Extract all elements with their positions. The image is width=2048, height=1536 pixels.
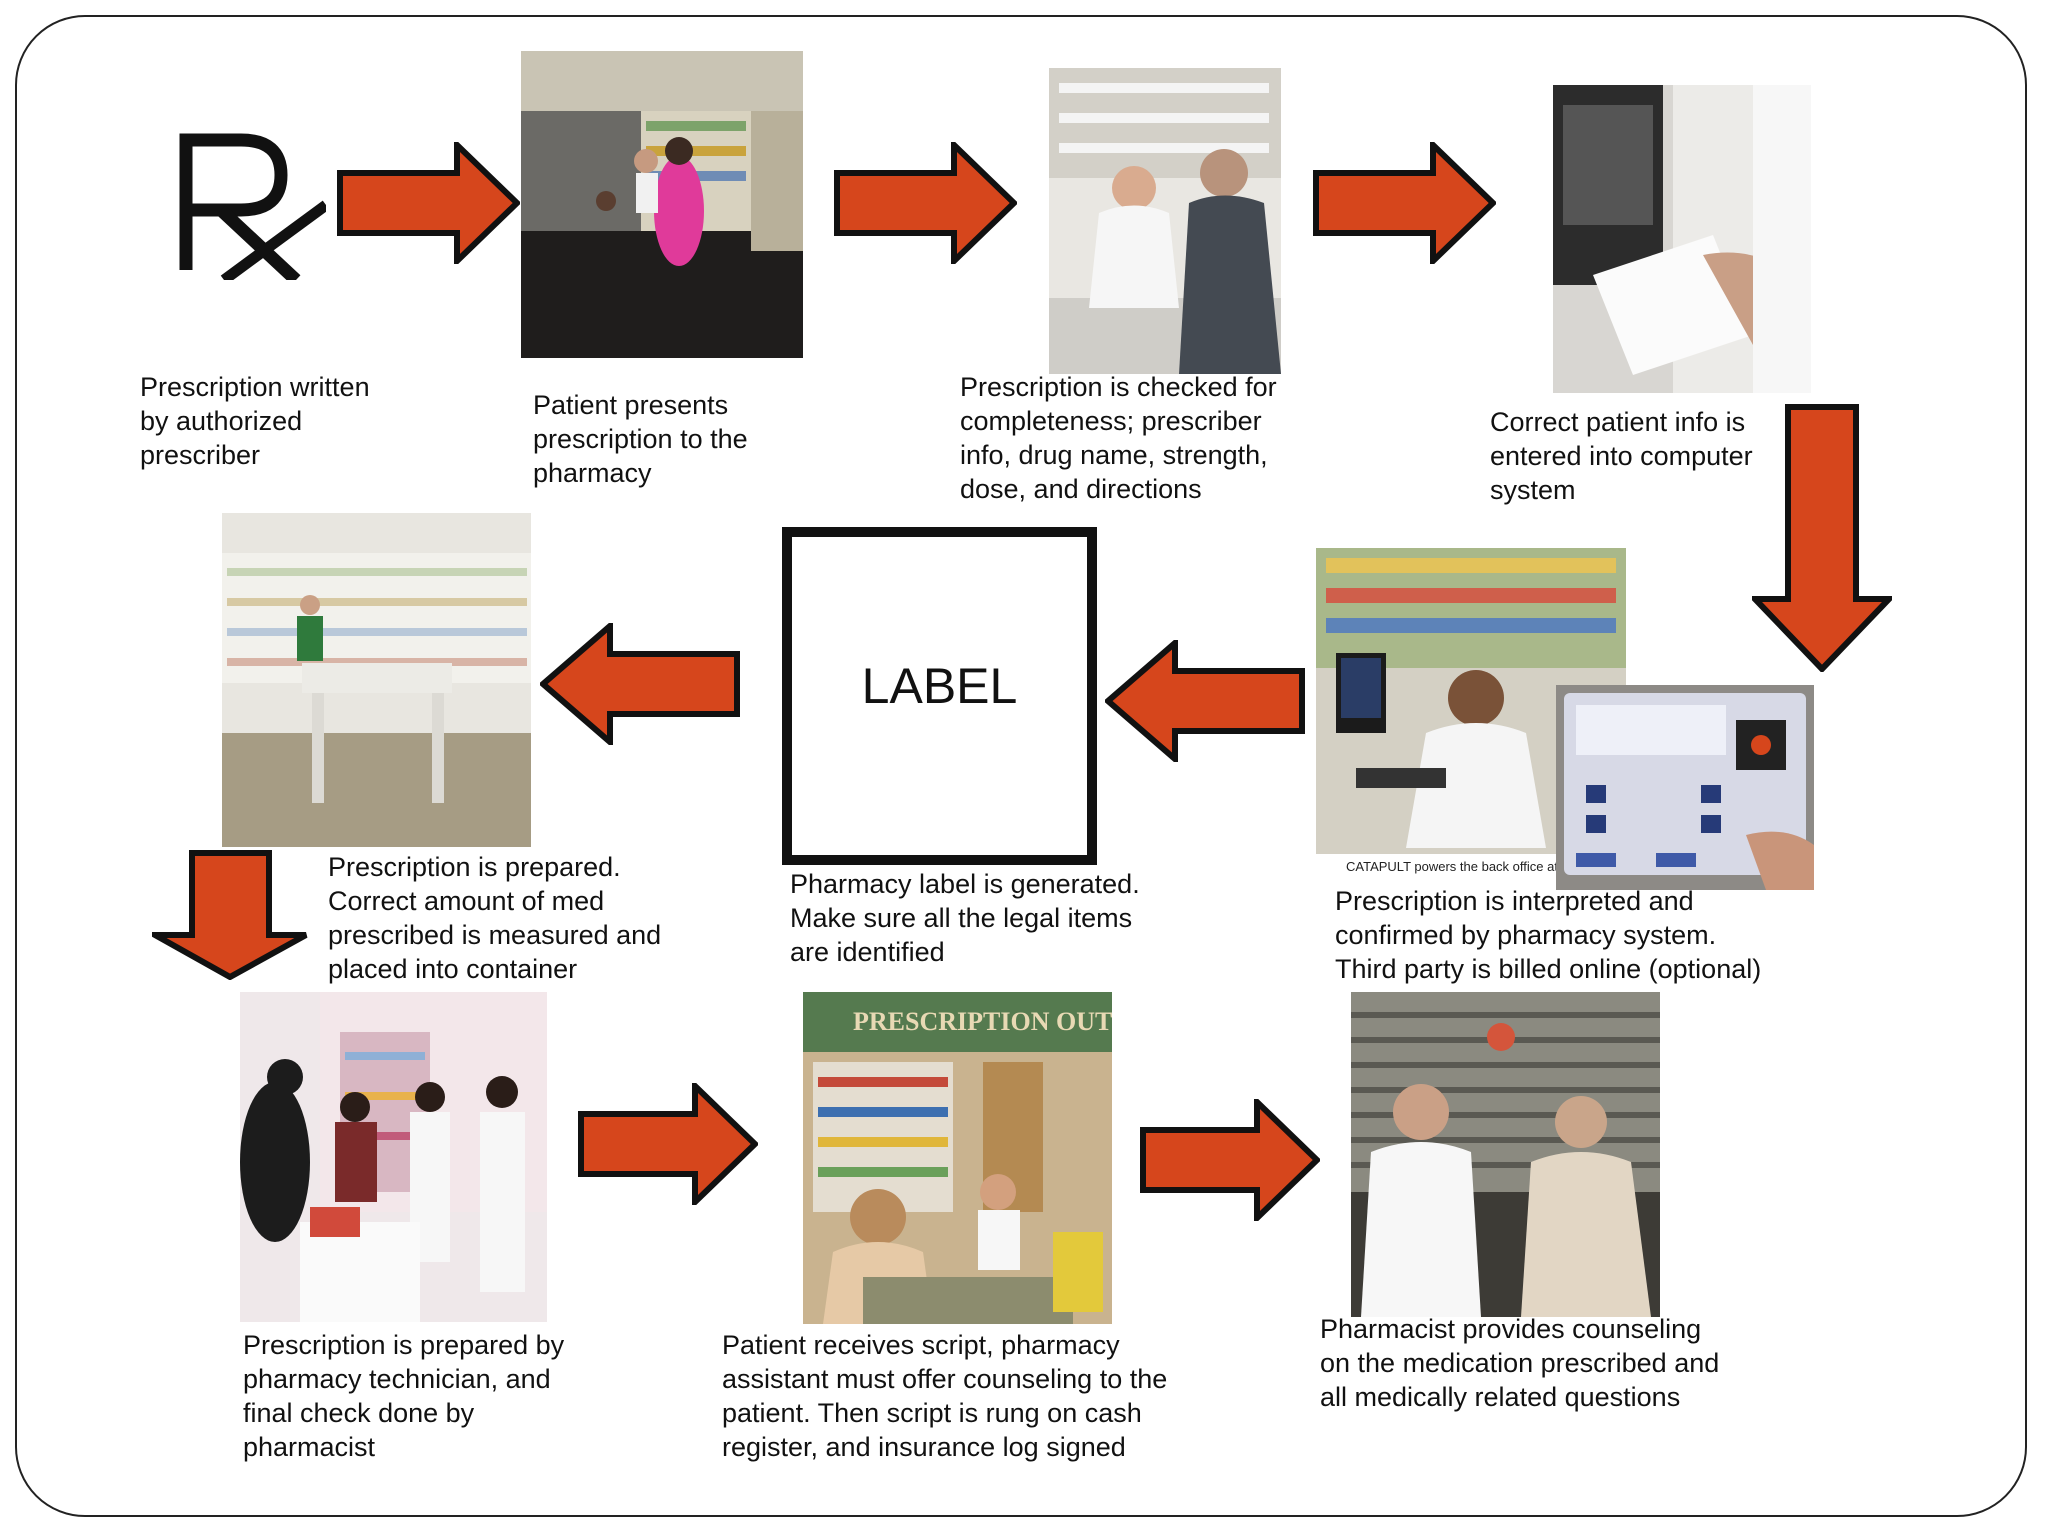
photo-prescription-out: PRESCRIPTION OUT (803, 992, 1112, 1324)
photo-touchscreen (1556, 685, 1814, 890)
rx-symbol-icon (176, 130, 330, 285)
step-10-caption: Pharmacist provides counseling on the me… (1320, 1314, 1720, 1412)
photo-pharmacy-counter (521, 51, 803, 358)
photo-pharmacy-technicians (240, 992, 547, 1322)
photo-pharmacist-counseling (1351, 992, 1660, 1317)
arrow-down-icon (1752, 404, 1892, 672)
photo-data-entry (1553, 85, 1811, 393)
step-1-caption: Prescription written by authorized presc… (140, 372, 370, 470)
step-7-caption: Prescription is prepared. Correct amount… (328, 852, 662, 984)
photo-pharmacy-workroom (222, 513, 531, 847)
pharmacy-label-box: LABEL (782, 527, 1097, 865)
arrow-left-icon (1105, 640, 1305, 762)
slide-frame (15, 15, 2027, 1517)
step-6-caption: Pharmacy label is generated. Make sure a… (790, 869, 1140, 967)
label-text: LABEL (861, 658, 1018, 714)
photo-pharmacist-computer: CATAPULT powers the back office at Caesa… (1316, 548, 1626, 880)
prescription-out-sign: PRESCRIPTION OUT (853, 1007, 1112, 1036)
arrow-right-icon (1140, 1099, 1320, 1221)
arrow-down-icon (152, 850, 309, 980)
step-2-caption: Patient presents prescription to the pha… (533, 390, 748, 488)
arrow-right-icon (1313, 142, 1496, 264)
step-4-caption: Correct patient info is entered into com… (1490, 407, 1753, 505)
photo-prescription-check (1049, 68, 1281, 374)
arrow-right-icon (834, 142, 1017, 264)
arrow-right-icon (337, 142, 520, 264)
step-8-caption: Prescription is prepared by pharmacy tec… (243, 1330, 565, 1462)
arrow-left-icon (540, 623, 740, 745)
arrow-right-icon (578, 1083, 758, 1205)
step-3-caption: Prescription is checked for completeness… (960, 372, 1277, 504)
step-5-caption: Prescription is interpreted and confirme… (1335, 886, 1762, 984)
step-9-caption: Patient receives script, pharmacy assist… (722, 1330, 1168, 1462)
